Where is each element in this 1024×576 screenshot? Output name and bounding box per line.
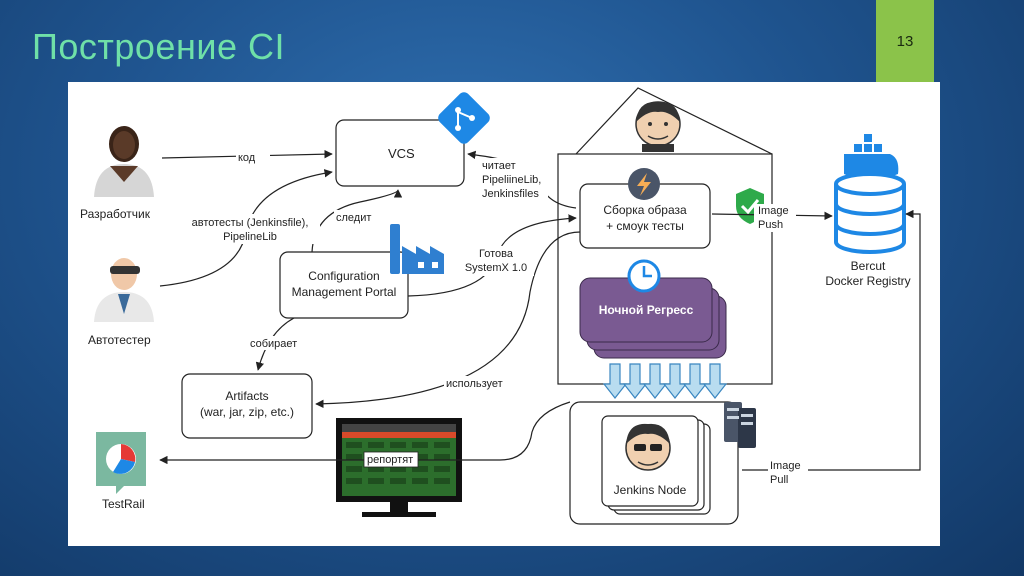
server-icon <box>724 402 756 448</box>
edge-label-reports: репортят <box>367 454 413 466</box>
edge-label-code: код <box>238 152 256 164</box>
artifacts-label-line2: (war, jar, zip, etc.) <box>200 405 294 419</box>
edge-label-ready-line1: Готова <box>479 248 514 260</box>
autotester-label: Автотестер <box>88 333 151 347</box>
cmp-label-line2: Management Portal <box>292 285 397 299</box>
developer-label: Разработчик <box>80 207 151 221</box>
edge-image-pull <box>742 213 921 471</box>
lightning-icon <box>628 168 660 200</box>
slide-title: Построение CI <box>32 26 285 67</box>
nightly-label: Ночной Регресс <box>599 303 694 317</box>
cmp-label-line1: Configuration <box>308 269 379 283</box>
page-number-badge: 13 <box>876 0 934 82</box>
edge-label-watches: следит <box>336 212 371 224</box>
jenkins-icon <box>635 101 681 152</box>
artifacts-node <box>181 373 313 439</box>
edge-label-reads-line1: читает <box>482 160 516 172</box>
report-icon <box>96 432 146 494</box>
monitor-icon <box>336 418 462 517</box>
jenkins-node-icon <box>625 423 671 471</box>
diagram-panel: Разработчик Автотестер TestRail VCS Conf… <box>68 82 940 546</box>
developer-person-icon <box>94 126 154 197</box>
edge-label-uses: использует <box>446 378 503 390</box>
git-icon <box>438 92 490 144</box>
jenkins-node-label: Jenkins Node <box>614 483 687 497</box>
edge-label-autotests-line1: автотесты (Jenkinsfile), <box>192 217 309 229</box>
edge-label-image-pull-line1: Image <box>770 460 801 472</box>
testrail-label: TestRail <box>102 497 145 511</box>
edge-label-image-pull-line2: Pull <box>770 474 788 486</box>
registry-label-line1: Bercut <box>851 259 886 273</box>
edge-label-autotests-line2: PipelineLib <box>223 231 277 243</box>
edge-uses <box>315 231 581 409</box>
vcs-label: VCS <box>388 146 415 161</box>
edge-label-reads-line3: Jenkinsfiles <box>482 188 539 200</box>
autotester-person-icon <box>94 258 154 322</box>
edge-reports <box>159 401 571 465</box>
edge-label-image-push-line2: Push <box>758 219 783 231</box>
registry-label-line2: Docker Registry <box>825 274 910 288</box>
dispatch-arrows <box>602 363 728 399</box>
edge-label-collects: собирает <box>250 338 297 350</box>
page-number: 13 <box>896 32 914 50</box>
jenkins-house-roof <box>575 87 773 155</box>
vcs-node <box>335 119 465 187</box>
edge-label-ready-line2: SystemX 1.0 <box>465 262 527 274</box>
database-icon <box>834 172 906 254</box>
edge-label-reads-line2: PipeliineLib, <box>482 174 541 186</box>
artifacts-label-line1: Artifacts <box>225 389 268 403</box>
ci-diagram: Разработчик Автотестер TestRail VCS Conf… <box>80 87 921 525</box>
build-label-line1: Сборка образа <box>603 203 687 217</box>
cmp-node <box>279 251 409 319</box>
factory-icon <box>390 224 444 274</box>
clock-icon <box>627 259 661 293</box>
build-label-line2: + смоук тесты <box>606 219 684 233</box>
edge-label-image-push-line1: Image <box>758 205 789 217</box>
